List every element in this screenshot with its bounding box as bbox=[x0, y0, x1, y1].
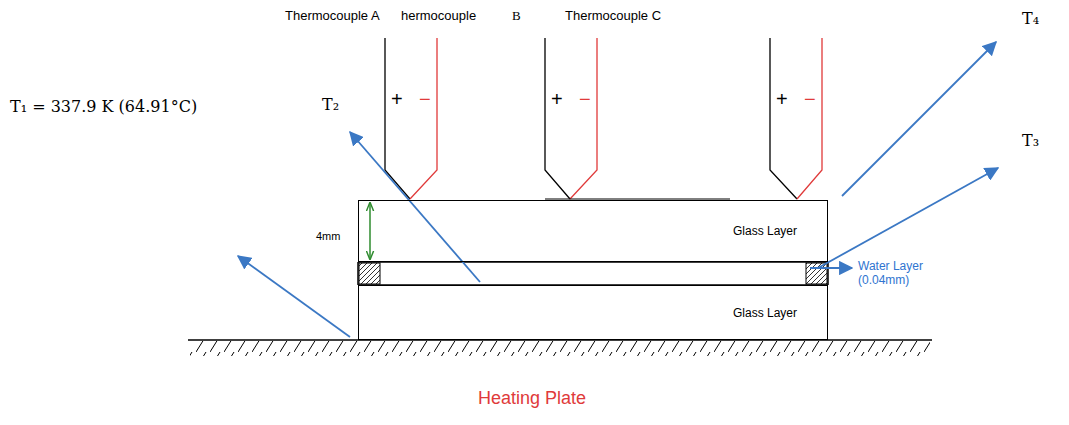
glass-layer: Glass Layer bbox=[358, 285, 828, 340]
layer-callout: Water Layer (0.04mm) bbox=[858, 260, 938, 288]
polarity-sign: + bbox=[776, 88, 788, 111]
water-layer bbox=[358, 262, 828, 285]
temperature-label: T₁ = 337.9 K (64.91°C) bbox=[10, 98, 197, 116]
polarity-sign: − bbox=[804, 88, 816, 111]
probe-label: Thermocouple C bbox=[565, 9, 661, 24]
polarity-sign: − bbox=[419, 88, 431, 111]
heating-plate bbox=[188, 340, 932, 356]
glass-layer: Glass Layer bbox=[358, 200, 828, 262]
probe-label: hermocouple bbox=[401, 9, 476, 24]
temperature-label: T₃ bbox=[1022, 132, 1039, 150]
thermocouple-probe bbox=[385, 38, 437, 199]
layer-label: Glass Layer bbox=[733, 224, 797, 238]
probe-label: B bbox=[512, 9, 521, 24]
thermocouple-probe bbox=[545, 38, 597, 199]
polarity-sign: − bbox=[579, 88, 591, 111]
dimension-label: 4mm bbox=[316, 230, 340, 243]
polarity-sign: + bbox=[391, 88, 403, 111]
layer-label: Glass Layer bbox=[733, 306, 797, 320]
polarity-sign: + bbox=[551, 88, 563, 111]
temperature-label: T₄ bbox=[1022, 10, 1039, 28]
leader-arrow bbox=[238, 42, 998, 337]
probe-label: Thermocouple A bbox=[285, 9, 380, 24]
temperature-label: T₂ bbox=[322, 96, 339, 114]
dimension-arrow bbox=[369, 203, 371, 259]
thermocouple-probe bbox=[770, 38, 822, 199]
plate-label: Heating Plate bbox=[478, 388, 586, 409]
